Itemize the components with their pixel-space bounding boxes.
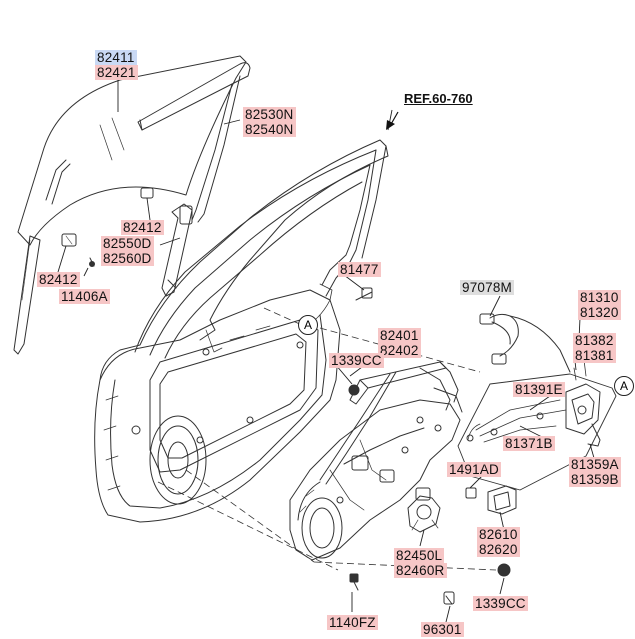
door-latch <box>565 359 601 447</box>
part-label-81391e[interactable]: 81391E <box>513 382 565 397</box>
part-label-97078m[interactable]: 97078M <box>460 280 514 295</box>
part-label-81359a[interactable]: 81359A <box>569 457 621 472</box>
part-label-82421[interactable]: 82421 <box>95 65 138 80</box>
part-label-81371b[interactable]: 81371B <box>503 436 555 451</box>
part-label-82550d[interactable]: 82550D <box>101 236 154 251</box>
part-label-81382[interactable]: 81382 <box>573 333 616 348</box>
part-label-82450l[interactable]: 82450L <box>394 548 445 563</box>
part-label-82411[interactable]: 82411 <box>95 50 137 65</box>
part-label-82412-lower[interactable]: 82412 <box>37 272 80 287</box>
part-label-1491ad[interactable]: 1491AD <box>447 462 501 477</box>
part-label-1339cc-lower[interactable]: 1339CC <box>473 596 528 611</box>
part-label-82412-upper[interactable]: 82412 <box>121 220 164 235</box>
wiring-harness <box>479 313 571 373</box>
part-label-96301[interactable]: 96301 <box>421 622 464 637</box>
callout-marker-a-right: A <box>614 376 634 396</box>
callout-marker-text: A <box>303 318 312 332</box>
latch-callout-box <box>457 373 617 491</box>
part-label-81320[interactable]: 81320 <box>578 305 621 320</box>
callout-marker-text: A <box>619 379 628 393</box>
part-label-82401[interactable]: 82401 <box>378 328 421 343</box>
fasteners <box>348 287 511 605</box>
part-label-82540n[interactable]: 82540N <box>243 122 296 137</box>
part-label-82402[interactable]: 82402 <box>378 343 421 358</box>
rear-channel <box>161 203 193 297</box>
part-label-82530n[interactable]: 82530N <box>243 107 296 122</box>
part-label-1339cc-upper[interactable]: 1339CC <box>329 353 384 368</box>
part-label-82620[interactable]: 82620 <box>477 542 520 557</box>
ref-arrow <box>386 111 399 130</box>
reference-label[interactable]: REF.60-760 <box>404 91 473 106</box>
part-label-82460r[interactable]: 82460R <box>394 563 447 578</box>
part-label-81381[interactable]: 81381 <box>573 348 616 363</box>
callout-marker-a-left: A <box>298 315 318 335</box>
part-label-81359b[interactable]: 81359B <box>569 472 621 487</box>
inside-handle <box>487 485 517 515</box>
door-frame <box>99 139 389 381</box>
part-label-11406a[interactable]: 11406A <box>59 289 110 304</box>
front-division-channel <box>13 159 71 355</box>
part-label-1140fz[interactable]: 1140FZ <box>327 615 378 630</box>
part-label-81477[interactable]: 81477 <box>338 262 381 277</box>
window-regulator <box>319 361 463 485</box>
part-label-82560d[interactable]: 82560D <box>101 251 154 266</box>
door-module-panel <box>289 399 461 561</box>
part-label-82610[interactable]: 82610 <box>477 527 520 542</box>
glass-run-channel <box>137 62 251 223</box>
regulator-motor <box>407 487 441 533</box>
door-glass <box>17 55 247 246</box>
part-label-81310[interactable]: 81310 <box>578 290 621 305</box>
